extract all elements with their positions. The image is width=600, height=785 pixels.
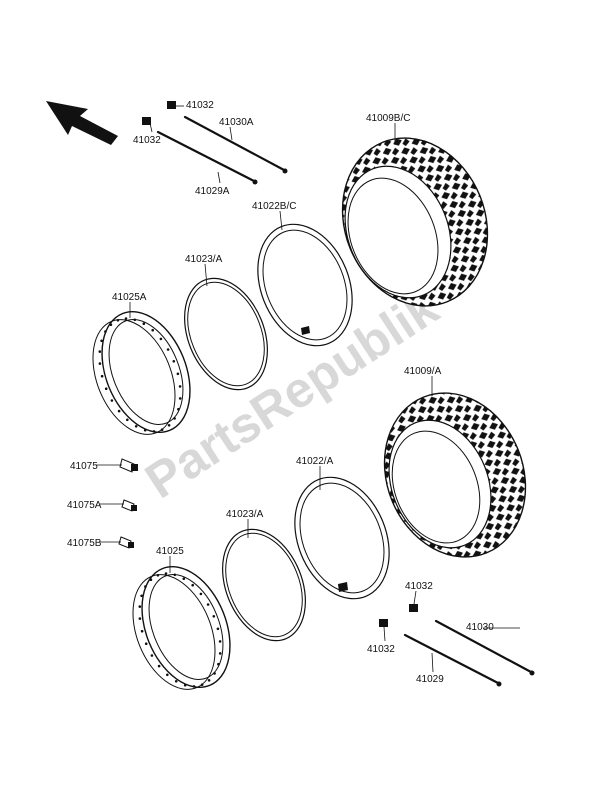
rim-spoke-hole	[178, 385, 182, 388]
rim-spoke-hole	[133, 318, 137, 322]
label-41029: 41029	[416, 674, 444, 685]
label-41022a: 41022/A	[296, 456, 334, 467]
label-41009a: 41009/A	[404, 366, 442, 377]
label-41025: 41025	[156, 546, 184, 557]
rim-spoke-hole	[116, 319, 120, 322]
label-41023a-rear: 41023/A	[185, 254, 223, 265]
rim-spoke-hole	[156, 574, 160, 577]
rim-spoke-hole	[178, 397, 182, 400]
label-41022bc: 41022B/C	[252, 201, 296, 212]
rim-spoke-hole	[176, 372, 180, 376]
rear-rim	[92, 310, 191, 435]
rim-spoke-hole	[144, 585, 147, 588]
rim-spoke-hole	[144, 642, 148, 645]
rim-spoke-hole	[109, 323, 113, 327]
rim-spoke-hole	[134, 425, 138, 428]
label-41075: 41075	[70, 461, 98, 472]
rim-spoke-hole	[218, 652, 222, 655]
valve-41075	[119, 458, 138, 473]
front-nipple-41032	[379, 604, 418, 627]
rear-tire	[341, 137, 489, 307]
rim-spoke-hole	[140, 594, 143, 598]
label-41009bc: 41009B/C	[366, 113, 410, 124]
label-41075a: 41075A	[67, 500, 102, 511]
leader-lines	[96, 105, 520, 673]
valve-41075b	[118, 536, 134, 549]
rim-spoke-hole	[164, 572, 168, 575]
rear-spoke-rod-41029a	[156, 130, 258, 185]
rim-spoke-hole	[207, 679, 211, 682]
rim-spoke-hole	[218, 640, 222, 643]
front-tube-valve	[338, 582, 348, 592]
front-rim	[132, 565, 231, 690]
rim-spoke-hole	[143, 428, 147, 432]
rim-spoke-hole	[157, 664, 161, 668]
label-41029a: 41029A	[195, 186, 230, 197]
rim-spoke-hole	[212, 615, 216, 618]
front-spoke-rod-41029	[403, 633, 502, 687]
part-labels: 41032 41030A 41032 41029A 41009B/C 41022…	[67, 100, 494, 685]
rear-spoke-rod-41030a	[183, 115, 288, 174]
rim-spoke-hole	[199, 592, 203, 596]
rim-spoke-hole	[151, 328, 154, 332]
rim-spoke-hole	[98, 362, 102, 365]
rim-spoke-hole	[217, 662, 220, 666]
rim-spoke-hole	[172, 360, 176, 363]
label-41025a: 41025A	[112, 292, 147, 303]
rear-tube-valve	[301, 326, 310, 335]
rim-spoke-hole	[104, 387, 108, 391]
rim-spoke-hole	[150, 654, 154, 657]
label-41030: 41030	[466, 622, 494, 633]
rim-spoke-hole	[142, 322, 146, 326]
rim-spoke-hole	[192, 685, 196, 688]
label-41075b: 41075B	[67, 538, 102, 549]
rim-spoke-hole	[206, 603, 210, 606]
direction-arrow-icon	[46, 101, 118, 145]
label-41032-front-lower: 41032	[367, 644, 395, 655]
rim-spoke-hole	[200, 683, 204, 686]
rim-spoke-hole	[177, 407, 180, 411]
rim-spoke-hole	[167, 424, 171, 427]
rim-spoke-hole	[104, 330, 107, 333]
front-spoke-rod-41030	[434, 619, 535, 676]
rim-spoke-hole	[183, 683, 187, 687]
rear-rim-band	[184, 277, 268, 391]
rim-spoke-hole	[138, 617, 142, 620]
rim-spoke-hole	[117, 409, 121, 413]
rim-spoke-hole	[191, 583, 194, 587]
rim-spoke-hole	[138, 605, 142, 608]
rim-spoke-hole	[216, 627, 220, 631]
rim-spoke-hole	[152, 430, 156, 433]
rim-spoke-hole	[213, 672, 216, 675]
rim-spoke-hole	[126, 418, 129, 422]
label-41030a: 41030A	[219, 117, 254, 128]
label-41032-rear-upper: 41032	[186, 100, 214, 111]
rim-spoke-hole	[166, 348, 170, 351]
label-41032-rear-lower: 41032	[133, 135, 161, 146]
rim-spoke-hole	[100, 339, 103, 343]
rim-spoke-hole	[174, 680, 178, 683]
label-41032-front-upper: 41032	[405, 581, 433, 592]
front-tire	[383, 392, 527, 558]
rim-spoke-hole	[149, 578, 153, 581]
rim-spoke-hole	[160, 428, 164, 432]
rim-spoke-hole	[110, 399, 114, 402]
rim-spoke-hole	[124, 317, 128, 320]
rim-spoke-hole	[140, 629, 144, 633]
front-rim-band	[222, 528, 306, 642]
rim-spoke-hole	[173, 573, 177, 577]
rear-nipple-41032	[142, 101, 176, 125]
rim-spoke-hole	[173, 417, 176, 420]
front-inner-tube	[294, 476, 390, 600]
label-41023a-front: 41023/A	[226, 509, 264, 520]
rim-spoke-hole	[159, 337, 163, 341]
rim-spoke-hole	[166, 673, 169, 677]
rim-spoke-hole	[182, 577, 186, 580]
rim-spoke-hole	[98, 350, 102, 353]
rim-spoke-hole	[100, 374, 104, 378]
valve-41075a	[121, 499, 137, 512]
